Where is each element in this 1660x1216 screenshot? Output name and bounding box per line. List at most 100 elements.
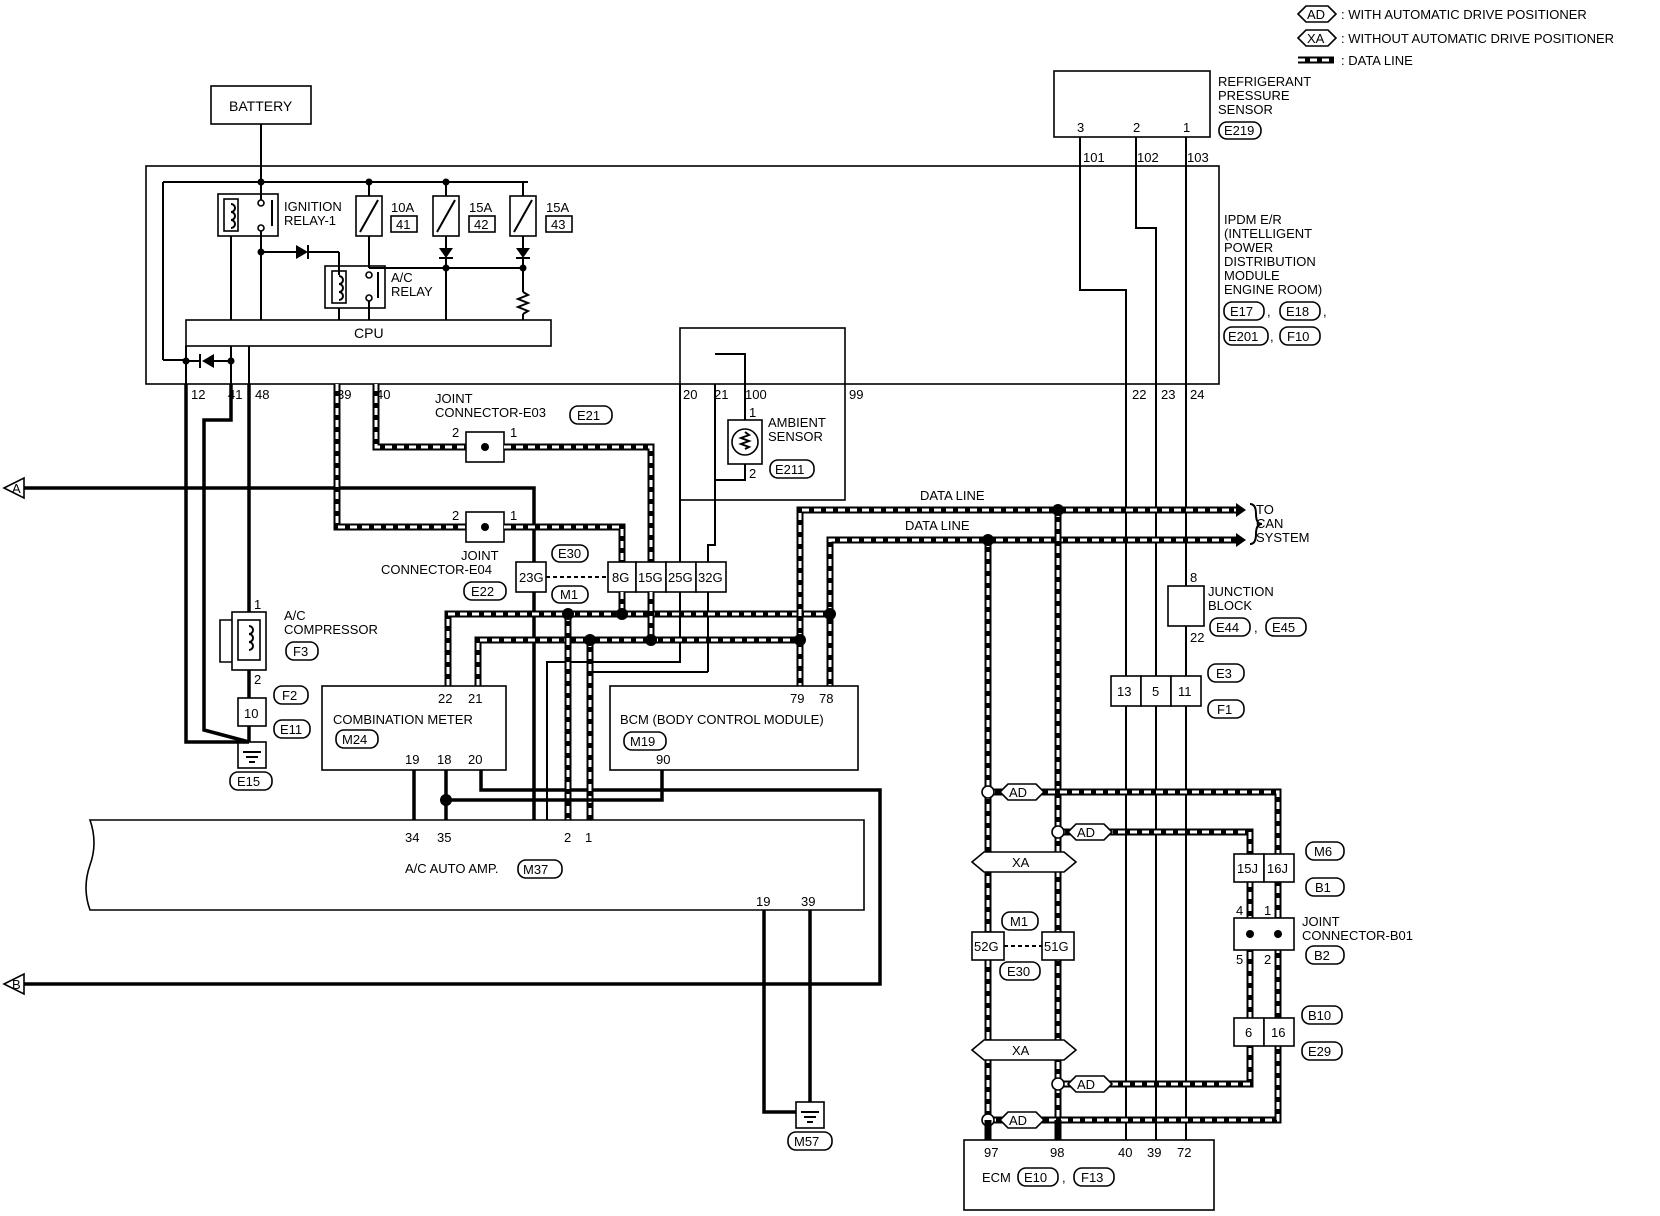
pin-label: 21 <box>714 387 728 402</box>
diode-icon <box>516 248 530 258</box>
junction-block-label: BLOCK <box>1208 598 1252 613</box>
connector-f13 <box>1073 1167 1115 1187</box>
pin-label: 1 <box>254 597 261 612</box>
legend-xa-tag <box>1296 29 1338 47</box>
offpage-label: A <box>12 481 21 496</box>
pin-label: 2 <box>452 425 459 440</box>
pin-label: 48 <box>255 387 269 402</box>
pin-label: 2 <box>452 508 459 523</box>
connector-label: E18 <box>1286 304 1309 319</box>
pin-label: 20 <box>683 387 697 402</box>
connector-label: E11 <box>280 722 302 737</box>
cpu-box <box>185 319 552 347</box>
fuse-amp: 10A <box>391 200 414 215</box>
ad-tag-label: AD <box>1009 1113 1027 1128</box>
ipdm-line: IPDM E/R <box>1224 212 1282 227</box>
pin-label: 52G <box>974 939 999 954</box>
pin-label: 21 <box>468 691 482 706</box>
ad-tag <box>998 1111 1046 1129</box>
pin-label: 78 <box>819 691 833 706</box>
connector-f10 <box>1279 326 1321 346</box>
pin-label: 79 <box>790 691 804 706</box>
pin-label: 6 <box>1245 1025 1252 1040</box>
pin-label: 23 <box>1161 387 1175 402</box>
pin-label: 2 <box>1264 952 1271 967</box>
connector-e21 <box>569 405 613 425</box>
pin-label: 51G <box>1044 939 1069 954</box>
fuse-amp: 15A <box>469 200 492 215</box>
connector-f3 <box>285 641 319 661</box>
connector-e45 <box>1265 617 1307 637</box>
ad-tag <box>1066 823 1114 841</box>
connector-label: E29 <box>1308 1044 1331 1059</box>
connector-e211 <box>769 459 815 479</box>
to-can-label: CAN <box>1256 516 1283 531</box>
xa-tag-label: XA <box>1012 855 1030 870</box>
refrigerant-line-3: SENSOR <box>1218 102 1273 117</box>
joint-b01-label: JOINT <box>1302 914 1340 929</box>
connector-f2 <box>273 685 309 705</box>
connector-label: E3 <box>1216 666 1232 681</box>
data-line-label: DATA LINE <box>905 518 970 533</box>
pin-label: 5 <box>1236 952 1243 967</box>
connector-e201 <box>1223 326 1269 346</box>
connector-e44 <box>1209 617 1251 637</box>
fuse-number: 41 <box>396 217 410 232</box>
connector-pin-10 <box>237 697 267 727</box>
connector-b1 <box>1305 877 1345 897</box>
connector-m6 <box>1305 841 1345 861</box>
connector-m1-lower <box>1001 911 1039 931</box>
connector-label: M1 <box>1010 914 1028 929</box>
connector-b10 <box>1301 1005 1343 1025</box>
connector-label: F3 <box>293 644 308 659</box>
connector-e18 <box>1279 301 1321 321</box>
connector-m24 <box>335 729 379 749</box>
joint-e03-label: JOINT <box>435 391 473 406</box>
connector-e30-lower <box>999 961 1041 981</box>
harness-pin-16 <box>1263 1017 1295 1047</box>
separator: , <box>1267 304 1271 319</box>
connector-e219-label: E219 <box>1224 123 1254 138</box>
connector-label: E201 <box>1228 329 1258 344</box>
connector-label: B2 <box>1314 948 1330 963</box>
connector-label: B1 <box>1315 880 1331 895</box>
pin-label: 32G <box>698 570 723 585</box>
pin-label: 15J <box>1237 861 1258 876</box>
ad-tag-label: AD <box>1077 1077 1095 1092</box>
compressor-pulley-icon <box>219 619 232 663</box>
refrigerant-pressure-sensor <box>1053 70 1211 138</box>
bcm <box>609 685 859 771</box>
junction-block-label: JUNCTION <box>1208 584 1274 599</box>
arrow-icon <box>1236 503 1246 517</box>
connector-label: M1 <box>560 587 578 602</box>
relay-coil-icon <box>230 203 236 229</box>
ipdm-line: ENGINE ROOM) <box>1224 282 1322 297</box>
ipdm-line: POWER <box>1224 240 1273 255</box>
harness-pin-52g <box>971 931 1005 961</box>
pin-label: 11 <box>1178 684 1192 699</box>
connector-label: M57 <box>794 1134 819 1149</box>
connector-e29 <box>1301 1041 1343 1061</box>
pin-label: 90 <box>656 752 670 767</box>
diode-icon <box>202 354 214 368</box>
pin-label: 97 <box>984 1145 998 1160</box>
pin-label: 16J <box>1267 861 1288 876</box>
ad-tag <box>1066 1075 1114 1093</box>
combination-meter-title: COMBINATION METER <box>333 712 473 727</box>
arrow-icon <box>1236 533 1246 547</box>
legend: AD : WITH AUTOMATIC DRIVE POSITIONER XA … <box>1296 5 1614 68</box>
connector-m37 <box>517 859 563 879</box>
pin-label: 101 <box>1083 150 1105 165</box>
clutch-coil-icon <box>248 625 254 651</box>
fuse-number: 43 <box>551 217 565 232</box>
ac-auto-amp-title: A/C AUTO AMP. <box>405 861 498 876</box>
relay-coil-icon <box>338 275 344 301</box>
connector-label: E15 <box>237 774 260 789</box>
pin-label: 40 <box>1118 1145 1132 1160</box>
pin-label: 18 <box>437 752 451 767</box>
junction-block <box>1167 585 1205 627</box>
diode-icon <box>296 245 308 259</box>
connector-label: F13 <box>1081 1170 1103 1185</box>
pin-label: 98 <box>1050 1145 1064 1160</box>
legend-xa-code: XA <box>1307 31 1325 46</box>
